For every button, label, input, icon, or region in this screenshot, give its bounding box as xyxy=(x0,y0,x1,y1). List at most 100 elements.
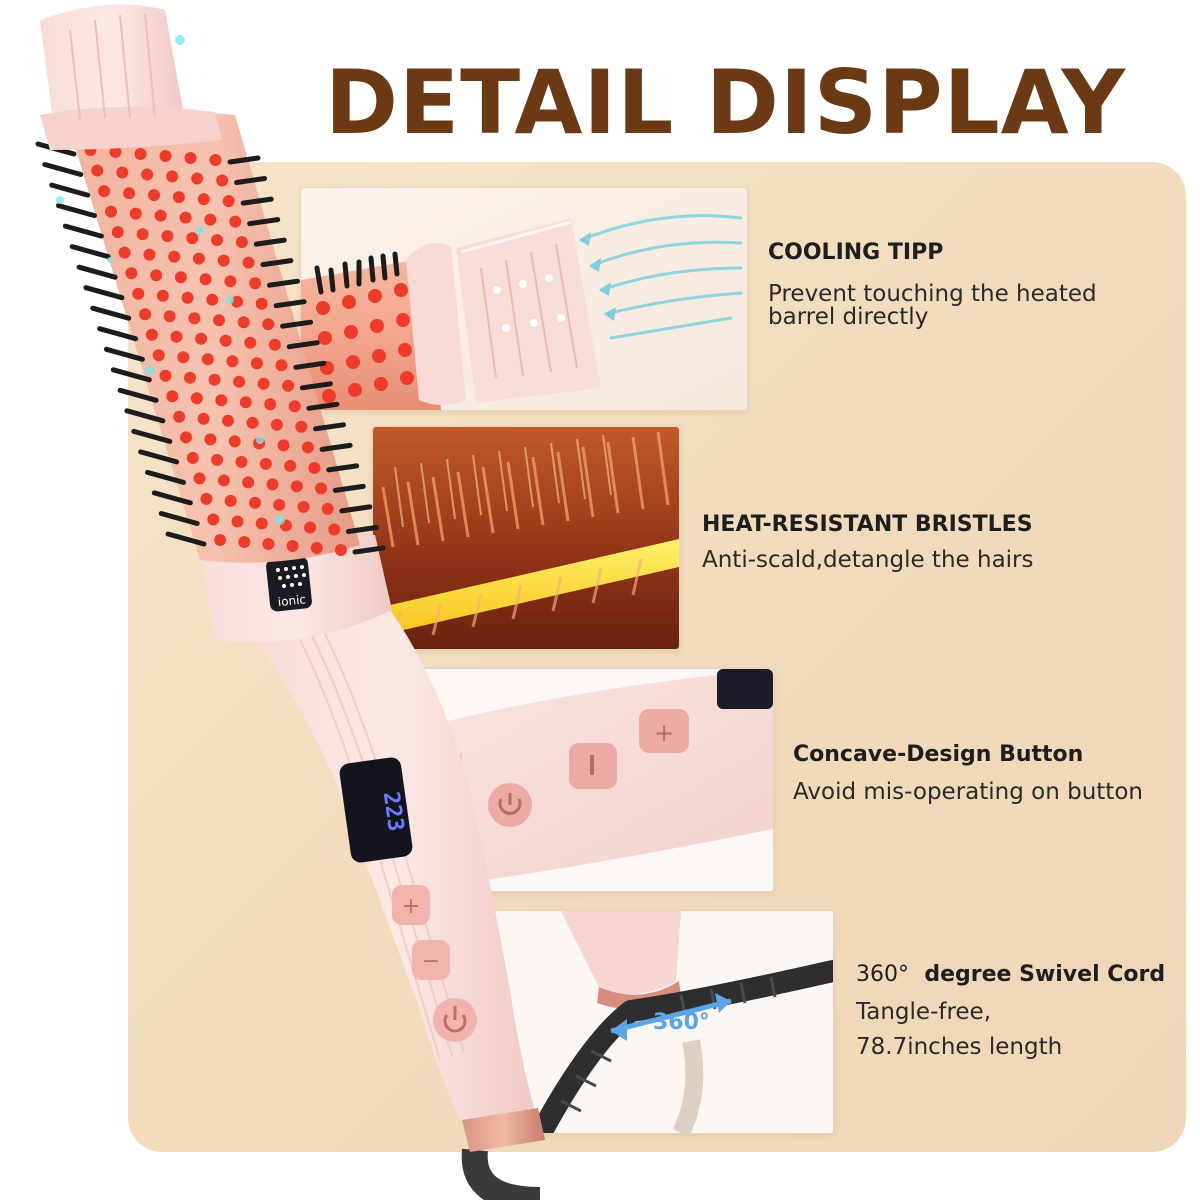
bristle-dot xyxy=(207,513,220,526)
minus-button[interactable] xyxy=(412,940,450,980)
bristle-dot xyxy=(249,496,261,509)
bristle-left xyxy=(49,182,91,198)
bristle-dot xyxy=(206,293,219,306)
bristle-dot xyxy=(231,295,243,308)
lcd-temperature-readout: 223 xyxy=(378,790,408,833)
feature-title-swivel: 360° degree Swivel Cord xyxy=(856,962,1165,987)
bristle-right xyxy=(332,483,366,493)
bristle-dot xyxy=(242,256,255,269)
bristle-dot xyxy=(262,318,275,331)
bristle-dot xyxy=(222,195,235,208)
bristle-dot xyxy=(111,226,124,239)
bristle-dot xyxy=(195,332,208,345)
bristle-dot xyxy=(321,502,334,515)
bristle-right xyxy=(227,155,261,165)
bristle-right xyxy=(319,442,353,452)
bristle-left xyxy=(138,449,180,465)
feature-desc-cooling-tip-line2: barrel directly xyxy=(768,304,929,330)
bristle-left xyxy=(131,428,173,444)
bristle-dot xyxy=(199,273,212,286)
bristle-dot xyxy=(139,308,152,321)
bristle-dot xyxy=(264,398,277,411)
bristle-dot xyxy=(159,369,172,382)
bristle-right xyxy=(352,545,386,555)
bristle-dot xyxy=(145,328,158,341)
bristle-dot xyxy=(166,170,179,183)
bristle-dot xyxy=(190,392,203,405)
bristle-dot xyxy=(136,228,149,241)
bristle-dot xyxy=(154,209,167,222)
bristle-dot xyxy=(125,267,138,280)
bristle-dot xyxy=(219,334,232,347)
bristle-dot xyxy=(192,252,205,265)
bristle-right xyxy=(260,258,294,268)
bristle-left xyxy=(56,203,97,219)
hot-air-brush-illustration: 223 + − ionic xyxy=(35,4,545,1200)
bristle-dot xyxy=(301,441,314,454)
feature-desc-buttons-line1: Avoid mis-operating on button xyxy=(793,779,1143,805)
bristle-left xyxy=(165,531,207,547)
bristle-right xyxy=(306,401,340,411)
bristle-dot xyxy=(231,515,244,528)
bristle-dot xyxy=(297,500,310,513)
bristle-left xyxy=(83,285,125,301)
plus-button[interactable] xyxy=(392,885,430,925)
feature-title-cooling-tip: COOLING TIPP xyxy=(768,240,944,265)
bristle-dot xyxy=(91,164,104,177)
bristle-dot xyxy=(200,492,213,505)
bristle-dot xyxy=(161,230,174,243)
bristle-dot xyxy=(179,211,192,224)
bristle-dots xyxy=(35,141,386,556)
bristle-dot xyxy=(174,271,187,284)
bristle-dot xyxy=(217,474,230,487)
feature-desc-swivel-line1: Tangle-free, xyxy=(856,999,992,1025)
bristle-dot xyxy=(244,336,257,349)
plus-button-label: + xyxy=(402,894,420,919)
bristle-dot xyxy=(233,375,246,388)
bristle-left xyxy=(62,223,104,239)
bristle-dot xyxy=(222,414,234,427)
bristle-left xyxy=(69,244,111,260)
bristle-dot xyxy=(201,353,214,366)
bristle-right xyxy=(345,525,379,534)
bristle-dot xyxy=(132,287,145,300)
bristle-dot xyxy=(246,416,259,429)
bristle-dot xyxy=(214,534,227,546)
bristle-dot xyxy=(290,480,303,493)
bristle-dot xyxy=(275,359,288,372)
bristle-left xyxy=(124,408,166,424)
bristle-dot xyxy=(277,439,290,452)
bristle-dot xyxy=(304,521,317,534)
bristle-dot xyxy=(229,215,242,228)
bristle-dot xyxy=(197,193,210,206)
bristle-right xyxy=(234,176,268,185)
ionic-badge-label: ionic xyxy=(277,592,307,609)
bristle-right xyxy=(247,217,281,227)
bristle-dot xyxy=(116,166,129,179)
bristle-dot xyxy=(180,431,192,444)
bristle-dot xyxy=(105,205,117,218)
bristle-dot xyxy=(328,523,341,536)
bristle-dot xyxy=(184,152,197,164)
bristle-right xyxy=(267,278,300,288)
bristle-dot xyxy=(148,189,160,202)
bristle-dot xyxy=(259,457,272,470)
bristle-dot xyxy=(266,478,279,491)
bristle-dot xyxy=(134,148,147,160)
bristle-dot xyxy=(209,154,222,166)
bristle-dot xyxy=(239,396,252,409)
bristle-left xyxy=(110,367,152,383)
bristle-dot xyxy=(282,379,295,392)
bristle-right xyxy=(286,340,320,350)
bristle-dot xyxy=(211,453,224,466)
bristle-dot xyxy=(213,314,225,327)
bristle-right xyxy=(293,360,327,370)
bristle-dot xyxy=(228,435,241,448)
bristle-dot xyxy=(249,277,262,290)
bristle-dot xyxy=(123,187,136,200)
bristle-dot xyxy=(334,544,347,556)
bristle-dot xyxy=(141,168,154,181)
swivel-cord-image: 360° xyxy=(480,910,834,1134)
bristle-dot xyxy=(197,412,210,425)
bristle-dot xyxy=(188,312,201,325)
